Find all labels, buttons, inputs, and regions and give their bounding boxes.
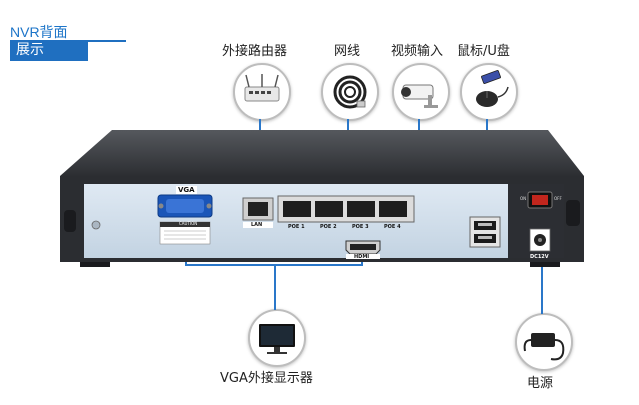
- router-icon: [233, 63, 291, 121]
- power-label: 电源: [527, 376, 554, 391]
- poe-port-label-4: POE 4: [384, 224, 401, 230]
- poe-port-label-3: POE 3: [352, 224, 369, 230]
- monitor-wire: [274, 264, 276, 310]
- power-adapter-icon: [515, 313, 573, 371]
- mouse-usb-icon: [460, 63, 518, 121]
- vga-monitor-label: VGA外接显示器: [220, 371, 313, 386]
- hdmi-port-label: HDMI: [354, 254, 370, 260]
- switch-off-label: OFF: [554, 196, 562, 201]
- power-wire: [541, 262, 543, 314]
- title-line-1: NVR背面: [10, 22, 96, 40]
- dc-input-label: DC12V: [530, 254, 549, 260]
- vga-port-label: VGA: [176, 186, 197, 194]
- mouse-usb-label: 鼠标/U盘: [457, 44, 510, 59]
- router-label: 外接路由器: [222, 44, 288, 59]
- poe-port-label-1: POE 1: [288, 224, 305, 230]
- cable-label: 网线: [334, 44, 361, 59]
- switch-on-label: ON: [520, 196, 527, 201]
- caution-label: CAUTION: [179, 221, 198, 226]
- monitor-icon: [248, 309, 306, 367]
- title-line-2: 展示: [10, 40, 88, 61]
- camera-icon: [392, 63, 450, 121]
- poe-port-label-2: POE 2: [320, 224, 337, 230]
- network-cable-icon: [321, 63, 379, 121]
- lan-port-label: LAN: [251, 222, 263, 228]
- video-input-label: 视频输入: [391, 44, 444, 59]
